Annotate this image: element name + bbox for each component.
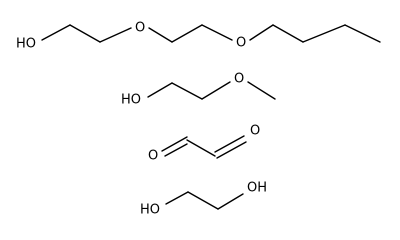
molecule-methoxyethanol: HO O xyxy=(121,72,276,108)
bond xyxy=(186,139,216,157)
ether-oxygen-label: O xyxy=(236,36,246,51)
bond xyxy=(344,24,381,43)
bond xyxy=(147,82,173,98)
hydroxyl-label: HO xyxy=(121,93,141,108)
bond xyxy=(217,193,244,210)
double-bond-line xyxy=(214,135,245,153)
molecule-glyoxal: O O xyxy=(148,124,260,164)
bond xyxy=(171,82,203,100)
carbonyl-oxygen-label: O xyxy=(250,124,260,139)
bond xyxy=(148,27,173,43)
bond xyxy=(302,24,346,43)
bond xyxy=(247,81,276,100)
hydroxyl-label: HO xyxy=(140,203,160,218)
bond xyxy=(249,24,274,41)
hydroxyl-label: HO xyxy=(16,37,36,52)
molecule-butoxyethoxy-ethanol: HO O O xyxy=(16,21,381,52)
bond xyxy=(187,191,219,210)
molecule-ethylene-glycol: HO OH xyxy=(140,181,267,218)
bond xyxy=(41,24,71,41)
ether-oxygen-label: O xyxy=(135,21,145,36)
bond xyxy=(69,24,101,43)
ether-oxygen-label: O xyxy=(234,72,244,87)
hydroxyl-label: OH xyxy=(247,181,267,196)
double-bond-line xyxy=(161,136,188,152)
bond xyxy=(201,81,231,100)
carbonyl-oxygen-label: O xyxy=(148,149,158,164)
bond xyxy=(165,191,189,205)
bond xyxy=(99,27,132,43)
double-bond-line xyxy=(216,141,247,159)
double-bond-line xyxy=(164,143,188,157)
bond xyxy=(272,24,304,43)
bond xyxy=(201,24,233,41)
bond xyxy=(171,24,203,43)
